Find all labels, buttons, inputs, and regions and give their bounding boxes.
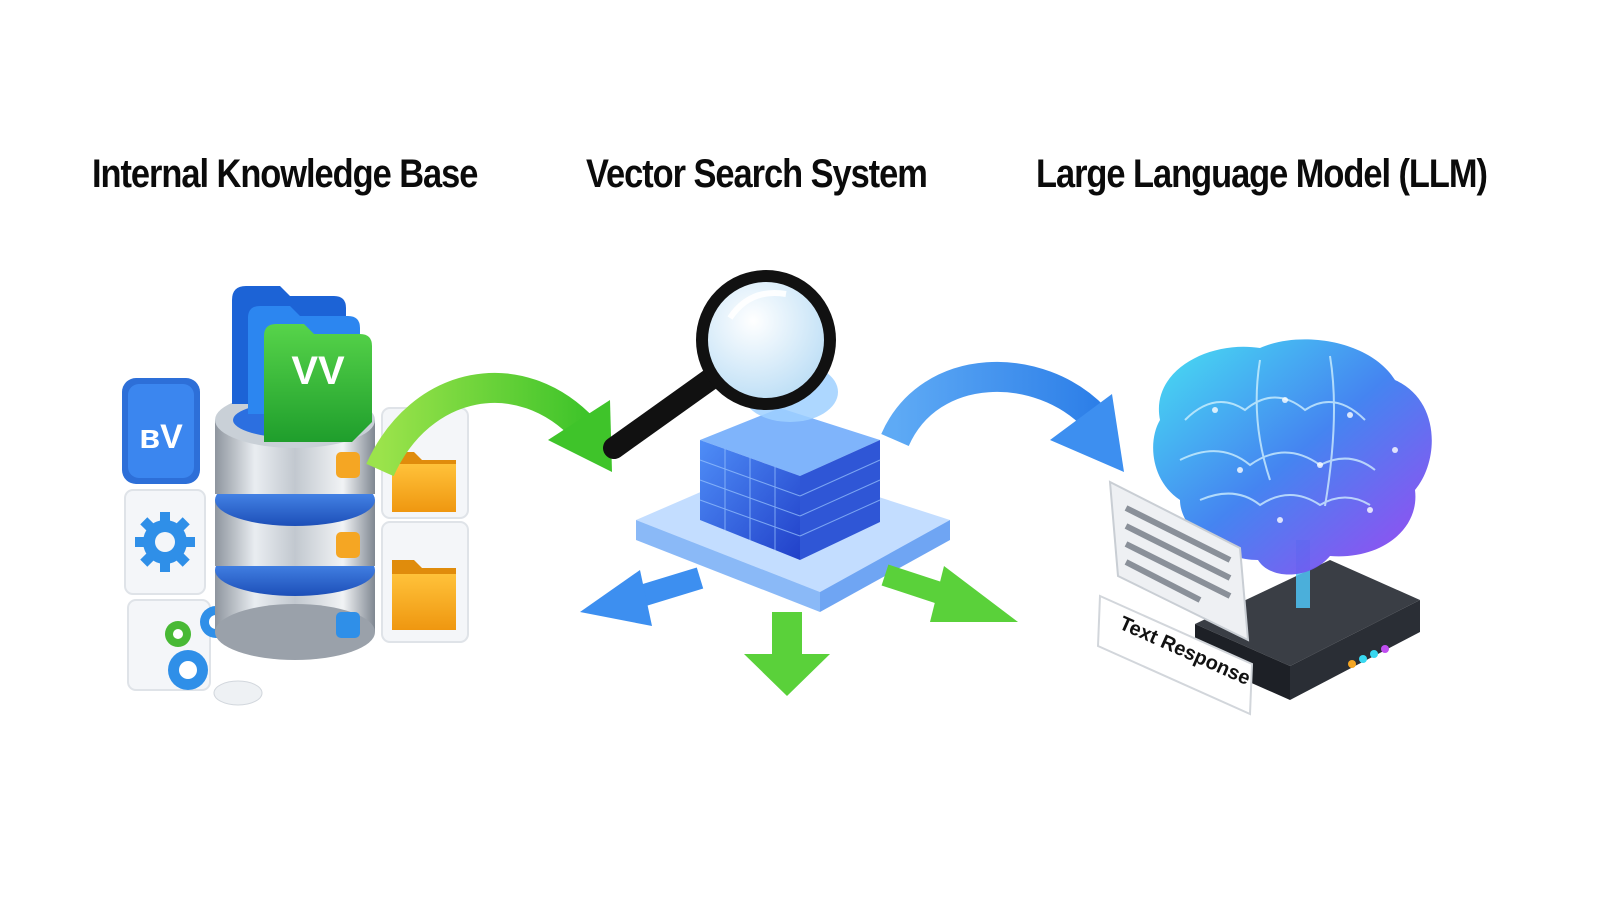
flow-arrow-search-to-llm xyxy=(881,361,1124,472)
folder-stack-icon: VV xyxy=(232,286,372,442)
profile-card: вV xyxy=(122,378,200,484)
folder-card xyxy=(381,521,469,643)
magnifier-icon xyxy=(603,270,836,459)
folder-card xyxy=(381,407,469,519)
gear-icon xyxy=(168,650,208,690)
knowledge-base-title: Internal Knowledge Base xyxy=(92,152,478,196)
database-icon xyxy=(215,392,375,660)
vector-search-group xyxy=(580,270,1018,696)
llm-group: Text Response xyxy=(1096,339,1432,716)
output-arrow-left xyxy=(580,567,704,626)
folder-icon xyxy=(392,452,456,512)
output-arrow-down xyxy=(744,612,830,696)
folder-icon xyxy=(392,560,456,630)
output-arrow-right xyxy=(881,564,1018,622)
gear-icon xyxy=(165,621,191,647)
knowledge-base-group: вV xyxy=(122,286,469,706)
settings-card xyxy=(124,489,206,595)
brain-icon xyxy=(1153,339,1432,575)
profile-card-label: вV xyxy=(139,418,183,456)
folder-tab-label: VV xyxy=(291,349,345,393)
document-panel xyxy=(1108,480,1250,642)
flow-arrow-kb-to-search xyxy=(366,372,612,477)
gear-icon xyxy=(135,512,195,572)
llm-title: Large Language Model (LLM) xyxy=(1036,152,1488,196)
vector-search-title: Vector Search System xyxy=(586,152,928,196)
